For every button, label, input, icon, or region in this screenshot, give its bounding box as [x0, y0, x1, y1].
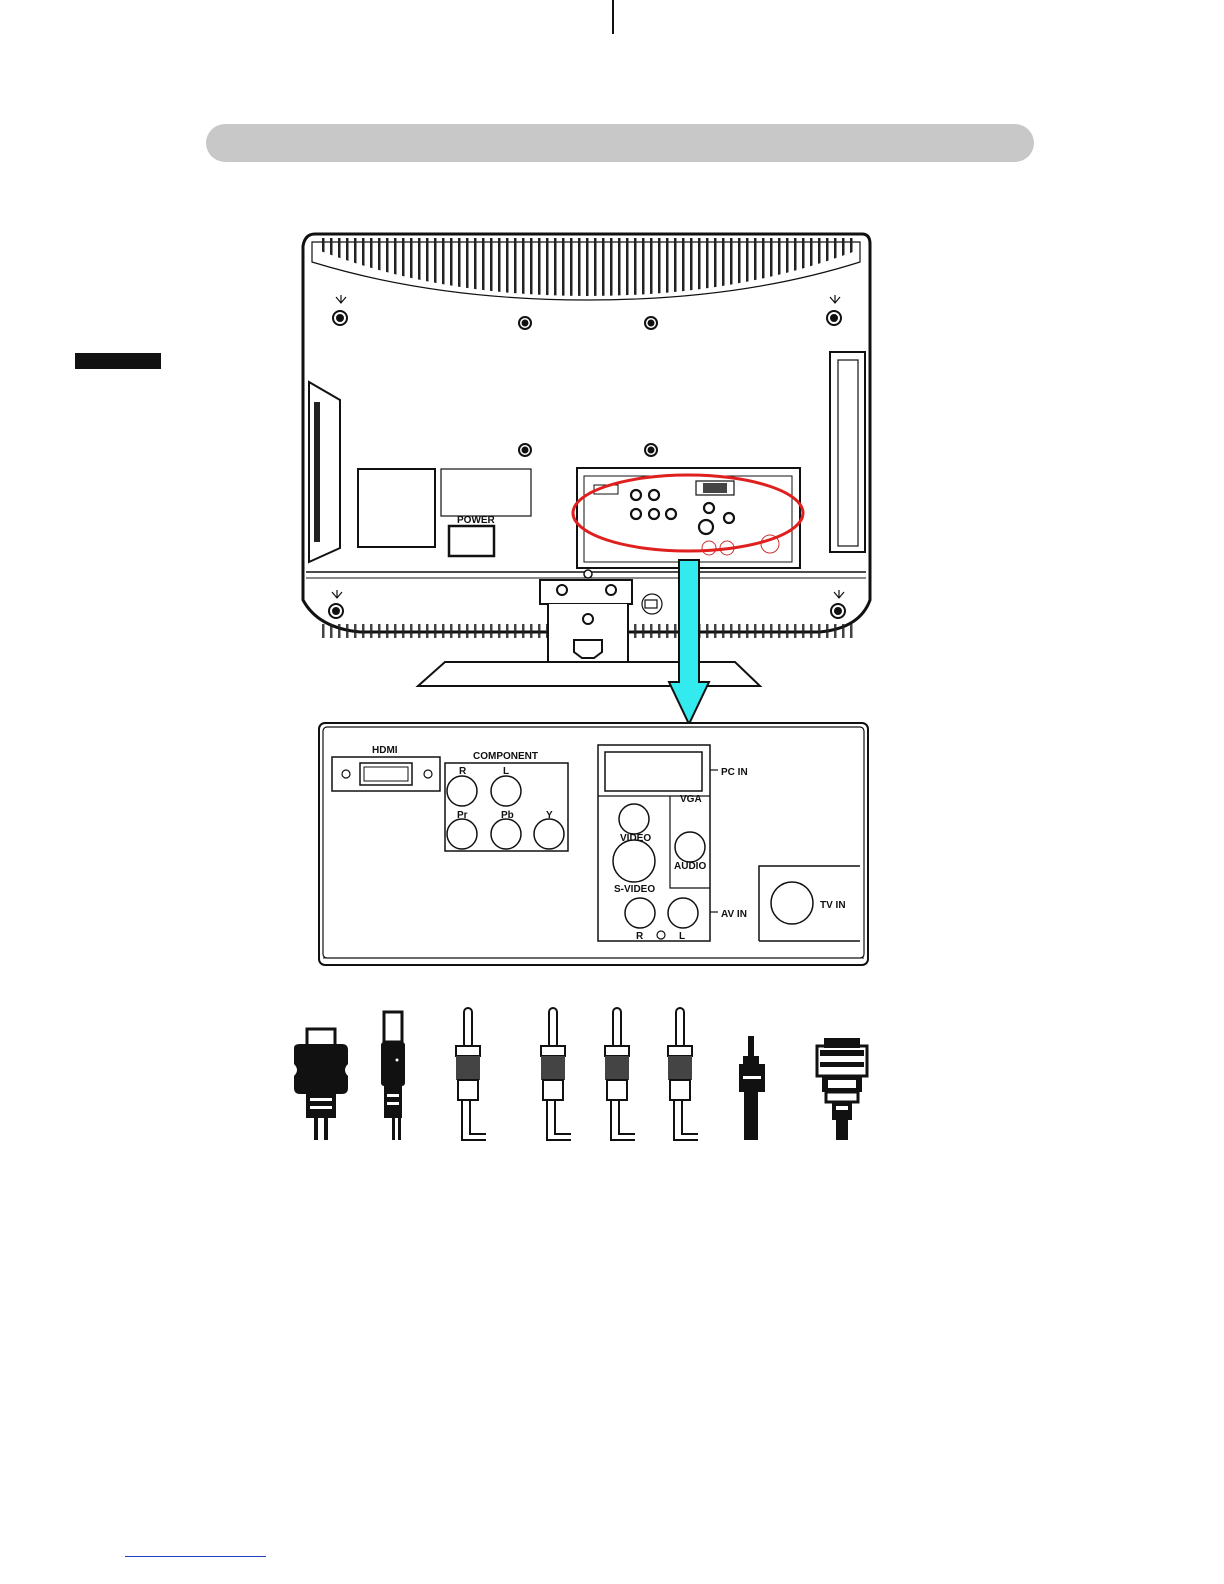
av-l-jack [668, 898, 698, 928]
component-label: COMPONENT [473, 751, 538, 762]
rca-plug-icon [541, 1008, 571, 1140]
rca-plug-icon [456, 1008, 486, 1140]
vga-label: VGA [680, 794, 702, 805]
rca-plug-icon [605, 1008, 635, 1140]
audio-jack-icon [739, 1036, 765, 1140]
tv-back-illustration: POWER [303, 234, 870, 724]
hdmi-type-a-plug-icon [294, 1029, 348, 1140]
audio-label: AUDIO [674, 861, 706, 872]
component-pr-jack [447, 819, 477, 849]
input-panel-detail: HDMI COMPONENT R L Pr Pb Y PC IN VGA VID… [319, 723, 868, 965]
audio-jack [675, 832, 705, 862]
rca-plug-icon [668, 1008, 698, 1140]
tv-in-antenna-jack [771, 882, 813, 924]
s-video-label: S-VIDEO [614, 884, 655, 895]
cable-row [294, 1008, 867, 1140]
av-r-label: R [636, 931, 644, 942]
av-l-label: L [679, 931, 685, 942]
video-jack [619, 804, 649, 834]
component-pb-jack [491, 819, 521, 849]
hdmi-label: HDMI [372, 745, 398, 756]
vga-plug-icon [817, 1038, 867, 1140]
hdmi-slim-plug-icon [381, 1012, 405, 1140]
component-r-jack [447, 776, 477, 806]
component-y-jack [534, 819, 564, 849]
s-video-jack [613, 840, 655, 882]
tv-in-label: TV IN [820, 900, 846, 911]
av-r-jack [625, 898, 655, 928]
pc-in-label: PC IN [721, 767, 748, 778]
power-label: POWER [457, 515, 496, 526]
av-in-label: AV IN [721, 909, 747, 920]
component-l-jack [491, 776, 521, 806]
vga-port [605, 752, 702, 791]
